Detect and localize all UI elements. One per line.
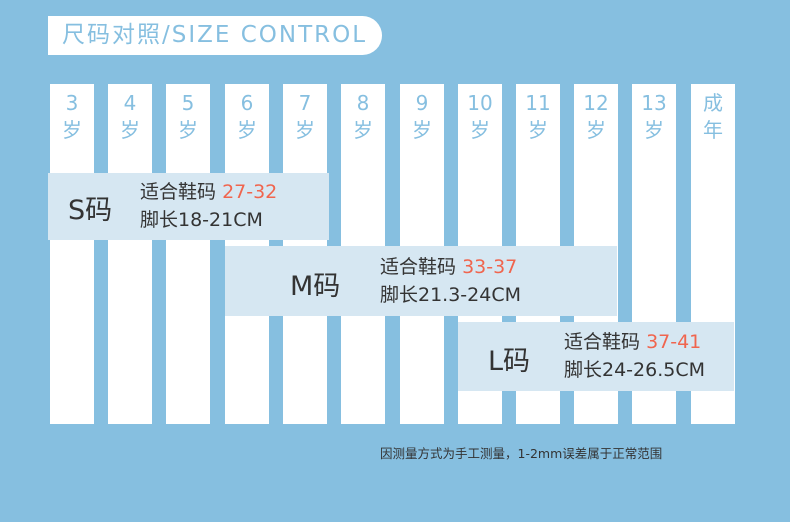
shoe-size-label: 适合鞋码	[140, 181, 217, 203]
age-label: 10 岁	[458, 90, 502, 144]
age-number: 11	[525, 91, 551, 115]
shoe-size-line: 适合鞋码 27-32	[140, 178, 277, 206]
age-number: 12	[583, 91, 609, 115]
shoe-size-label: 适合鞋码	[564, 331, 641, 353]
age-number: 8	[356, 91, 370, 115]
foot-length: 脚长21.3-24CM	[380, 284, 521, 306]
age-unit: 岁	[586, 118, 606, 142]
age-number: 9	[415, 91, 429, 115]
age-label: 12 岁	[574, 90, 618, 144]
age-unit: 岁	[295, 118, 315, 142]
shoe-size-range: 33-37	[462, 256, 518, 278]
shoe-size-range: 37-41	[646, 331, 702, 353]
age-unit: 岁	[178, 118, 198, 142]
size-band-l: L码 适合鞋码 37-41 脚长24-26.5CM	[458, 322, 734, 391]
age-number: 成	[703, 91, 723, 115]
size-name: S码	[68, 195, 113, 226]
foot-length: 脚长24-26.5CM	[564, 359, 705, 381]
shoe-size-range: 27-32	[222, 181, 278, 203]
age-number: 13	[641, 91, 667, 115]
size-info: 适合鞋码 33-37 脚长21.3-24CM	[380, 253, 521, 309]
size-info: 适合鞋码 27-32 脚长18-21CM	[140, 178, 277, 234]
shoe-size-label: 适合鞋码	[380, 256, 457, 278]
age-number: 4	[123, 91, 137, 115]
age-number: 7	[298, 91, 312, 115]
age-unit: 岁	[644, 118, 664, 142]
age-unit: 年	[703, 118, 723, 142]
age-label: 13 岁	[632, 90, 676, 144]
age-unit: 岁	[120, 118, 140, 142]
age-unit: 岁	[470, 118, 490, 142]
size-name: M码	[290, 271, 341, 302]
age-unit: 岁	[528, 118, 548, 142]
age-number: 6	[240, 91, 254, 115]
age-unit: 岁	[353, 118, 373, 142]
size-band-s: S码 适合鞋码 27-32 脚长18-21CM	[48, 173, 329, 240]
age-number: 10	[467, 91, 493, 115]
age-number: 5	[181, 91, 195, 115]
foot-length: 脚长18-21CM	[140, 209, 263, 231]
page-title: 尺码对照/SIZE CONTROL	[48, 16, 382, 55]
age-number: 3	[65, 91, 79, 115]
age-label: 成年	[691, 90, 735, 144]
size-band-m: M码 适合鞋码 33-37 脚长21.3-24CM	[225, 246, 617, 316]
size-info: 适合鞋码 37-41 脚长24-26.5CM	[564, 328, 705, 384]
age-unit: 岁	[237, 118, 257, 142]
shoe-size-line: 适合鞋码 33-37	[380, 253, 521, 281]
age-unit: 岁	[412, 118, 432, 142]
age-unit: 岁	[62, 118, 82, 142]
shoe-size-line: 适合鞋码 37-41	[564, 328, 705, 356]
measurement-note: 因测量方式为手工测量，1-2mm误差属于正常范围	[380, 446, 663, 461]
size-name: L码	[488, 346, 531, 377]
age-label: 11 岁	[516, 90, 560, 144]
